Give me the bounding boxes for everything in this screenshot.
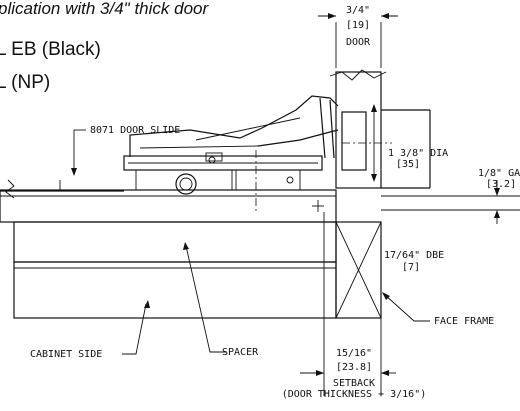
hinge-mechanism [123,95,392,212]
gap-dimension: 1/8" GAP [3.2] [381,168,520,224]
spacer-block [13,221,337,263]
face-frame-label: FACE FRAME [434,316,494,327]
door-width-mm: [19] [346,20,370,31]
spacer-label: SPACER [222,347,259,358]
setback-label: SETBACK [333,378,375,389]
face-frame [335,221,382,319]
dbe-in: 17/64" DBE [384,250,444,261]
dbe-dimension: 17/64" DBE [7] [384,250,444,273]
setback-formula: (DOOR THICKNESS + 3/16") [282,389,427,400]
diameter-dimension: 1 3/8" DIA [35] [371,104,448,182]
setback-in: 15/16" [336,348,372,359]
door-slide-label: 8071 DOOR SLIDE [90,125,180,136]
door-slide-rail [0,179,337,223]
door-width-in: 3/4" [346,5,370,16]
cabinet-side-callout: CABINET SIDE [30,300,150,360]
setback-dimension: 15/16" [23.8] SETBACK (DOOR THICKNESS + … [282,212,427,400]
door-slide-callout: 8071 DOOR SLIDE [71,125,180,176]
diameter-mm: [35] [396,159,420,170]
cabinet-side-label: CABINET SIDE [30,349,102,360]
spacer-callout: SPACER [183,242,259,358]
door-thickness-dimension: 3/4" [19] DOOR [318,5,398,68]
header-line-1: plication with 3/4" thick door [0,0,209,18]
header-line-3: L (NP) [0,72,50,93]
gap-mm: [3.2] [486,179,516,190]
face-frame-callout: FACE FRAME [382,292,494,327]
cabinet-side-block [13,261,337,319]
setback-mm: [23.8] [336,362,372,373]
gap-in: 1/8" GAP [478,168,520,179]
dbe-mm: [7] [402,262,420,273]
header-line-2: L EB (Black) [0,39,101,60]
door-section [329,69,431,189]
diameter-in: 1 3/8" DIA [388,148,448,159]
door-label: DOOR [346,37,371,48]
